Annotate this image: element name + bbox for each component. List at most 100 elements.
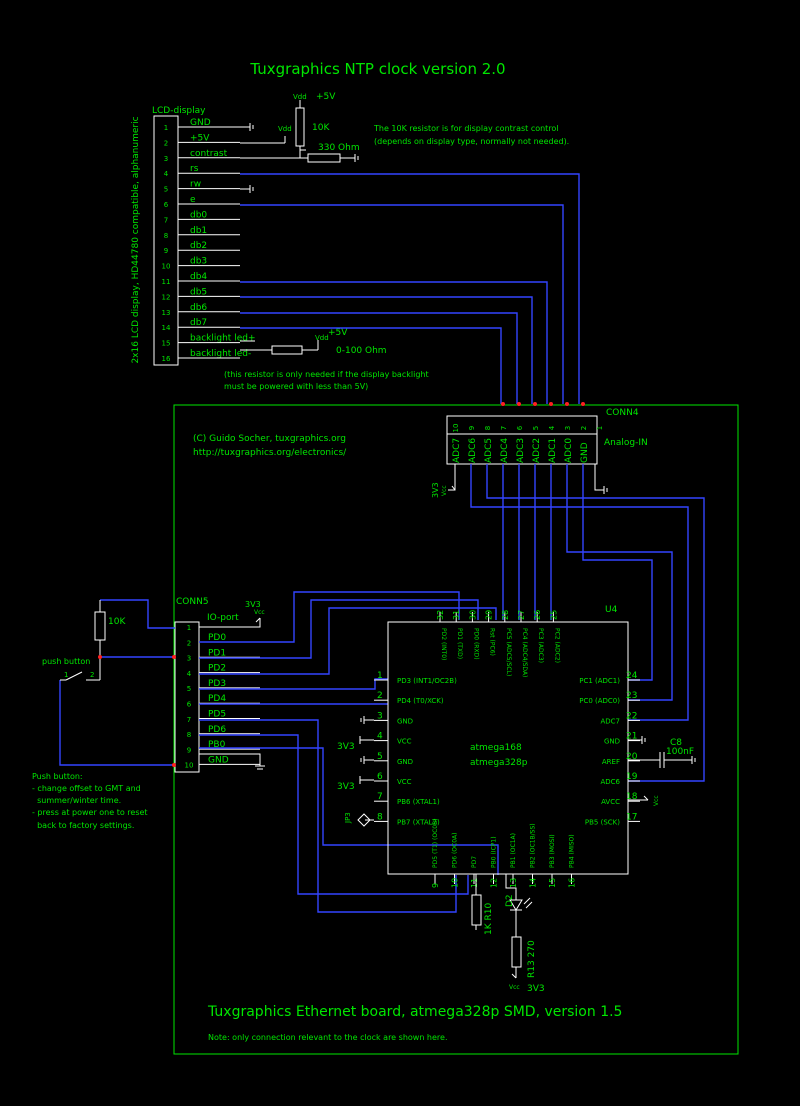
conn4-pin-name: ADC6 xyxy=(468,438,478,463)
c8-value: 100nF xyxy=(666,747,694,757)
mcu-right-pin-name: ADC7 xyxy=(600,717,620,725)
lcd-pin-number: 16 xyxy=(162,355,171,363)
pushbutton-pin-1: 1 xyxy=(64,671,68,679)
mcu-top-pin-name: Rst (PC6) xyxy=(489,628,496,656)
mcu-left-pin-name: VCC xyxy=(397,778,412,786)
conn4-pin-number: 1 xyxy=(596,426,604,430)
mcu-right-pin-name: ADC6 xyxy=(600,778,620,786)
conn4-pin-number: 7 xyxy=(500,426,508,430)
conn5-pin-name: PD5 xyxy=(208,710,226,720)
conn5-pin-name: PD3 xyxy=(208,679,226,689)
conn4-junction xyxy=(549,402,553,406)
mcu-jp3: JP3 xyxy=(344,812,352,824)
mcu-right-pin-name: PC1 (ADC1) xyxy=(579,677,620,685)
conn4-pin-number: 6 xyxy=(516,425,524,430)
lcd-pin-name: db5 xyxy=(190,287,207,297)
conn5-pin-name: PD0 xyxy=(208,633,226,643)
conn5-pin-name: PD4 xyxy=(208,694,226,704)
pushbutton-note-2: summer/winter time. xyxy=(32,796,121,805)
led-vcc: Vcc xyxy=(509,984,520,991)
backlight-5v-label: +5V xyxy=(328,328,348,338)
conn4-pin-name: ADC4 xyxy=(500,438,510,463)
mcu-bottom-pin-name: PB0 (ICP1) xyxy=(491,836,498,868)
lcd-pin-name: rw xyxy=(190,180,201,190)
lcd-side-label: 2x16 LCD display, HD44780 compatible, al… xyxy=(131,116,141,363)
lcd-pin-number: 12 xyxy=(162,293,171,301)
mcu-left-pin-name: GND xyxy=(397,717,413,725)
lcd-pin-name: db2 xyxy=(190,241,207,251)
conn4-pin-number: 4 xyxy=(548,425,556,430)
mcu-bottom-pin-name: PD7 xyxy=(471,856,478,868)
mcu-3v3-b: 3V3 xyxy=(337,782,355,792)
conn4-subtitle: Analog-IN xyxy=(604,438,648,448)
mcu-right-pin-number: 18 xyxy=(626,792,638,802)
conn4-pin-number: 2 xyxy=(580,426,588,430)
mcu-bottom-pin-number: 13 xyxy=(509,878,518,888)
mcu-right-pin-name: PC0 (ADC0) xyxy=(579,697,620,705)
conn5-pin-number: 1 xyxy=(187,624,191,632)
mcu-right-pin-number: 20 xyxy=(626,752,638,762)
mcu-right-pin-name: GND xyxy=(604,738,620,746)
r13-label: R13 270 xyxy=(527,940,537,978)
mcu-ref: U4 xyxy=(605,605,618,615)
mcu-left-pin-number: 6 xyxy=(377,772,383,782)
conn4-pin-name: ADC0 xyxy=(564,438,574,463)
lcd-pin-number: 14 xyxy=(162,324,171,332)
mcu-left-pin-name: VCC xyxy=(397,738,412,746)
conn4-name: CONN4 xyxy=(606,408,639,418)
conn4-pin-name: ADC2 xyxy=(532,438,542,463)
conn5-pin-name: PD2 xyxy=(208,664,226,674)
conn4-pin-name: ADC1 xyxy=(548,438,558,463)
mcu-left-pin-name: PB6 (XTAL1) xyxy=(397,798,440,806)
mcu-top-pin-name: PC5 (ADC5/SCL) xyxy=(505,628,512,676)
conn5-pin-name: PD1 xyxy=(208,648,226,658)
mcu-bottom-pin-name: PB1 (OC1A) xyxy=(510,833,517,868)
conn4-junction xyxy=(517,402,521,406)
conn4-pin-number: 8 xyxy=(484,426,492,430)
mcu-right-pin-number: 23 xyxy=(626,691,637,701)
vdd3-label: Vdd xyxy=(315,334,329,342)
lcd-pin-number: 4 xyxy=(164,170,169,178)
mcu-right-pin-name: AVCC xyxy=(601,798,620,806)
lcd-pin-number: 13 xyxy=(162,309,171,317)
mcu-bottom-pin-number: 11 xyxy=(470,878,479,888)
mcu-top-pin-number: 32 xyxy=(436,610,445,620)
mcu-3v3-a: 3V3 xyxy=(337,742,355,752)
mcu-bottom-pin-name: PD5 (T1) (OC0B) xyxy=(432,818,439,868)
board-footer: Tuxgraphics Ethernet board, atmega328p S… xyxy=(207,1004,622,1020)
lcd-pin-name: backlight led+ xyxy=(190,334,256,344)
lcd-pin-number: 3 xyxy=(164,155,168,163)
conn5-3v3: 3V3 xyxy=(245,600,261,609)
conn5-name: CONN5 xyxy=(176,597,209,607)
plus5v-label: +5V xyxy=(316,92,336,102)
lcd-pin-number: 15 xyxy=(162,340,171,348)
lcd-pin-name: db0 xyxy=(190,210,207,220)
mcu-bottom-pin-name: PD6 (OC0A) xyxy=(452,833,459,868)
mcu-top-pin-name: PC4 (ADC4/SDA) xyxy=(521,628,528,677)
conn5-pin-number: 4 xyxy=(187,670,192,678)
lcd-pin-name: db1 xyxy=(190,226,207,236)
mcu-top-pin-number: 28 xyxy=(501,610,510,620)
mcu-top-pin-name: PC3 (ADC3) xyxy=(537,628,544,663)
conn4-body xyxy=(446,433,598,465)
lcd-pin-name: db6 xyxy=(190,303,207,313)
led-3v3: 3V3 xyxy=(527,984,545,994)
mcu-bottom-pin-name: PB2 (OC1B/SS) xyxy=(530,823,537,868)
contrast-note-2: (depends on display type, normally not n… xyxy=(374,137,569,146)
mcu-bottom-pin-number: 10 xyxy=(451,878,460,888)
mcu-top-pin-name: PD1 (TXD) xyxy=(456,628,463,659)
lcd-pin-name: +5V xyxy=(190,133,210,143)
mcu-right-pin-name: PB5 (SCK) xyxy=(585,818,620,826)
mcu-left-pin-number: 8 xyxy=(377,812,383,822)
conn4-pin-name: ADC3 xyxy=(516,438,526,463)
pushbutton-note-4: back to factory settings. xyxy=(32,821,134,830)
backlight-note-1: (this resistor is only needed if the dis… xyxy=(224,370,429,379)
lcd-pin-name: db3 xyxy=(190,257,207,267)
conn5-pin-number: 8 xyxy=(187,731,191,739)
mcu-top-pin-name: PD2 (INT0) xyxy=(440,628,447,660)
conn4-pin-number: 9 xyxy=(468,426,476,430)
lcd-pin-name: e xyxy=(190,195,196,205)
mcu-right-pin-number: 19 xyxy=(626,772,638,782)
mcu-top-pin-number: 25 xyxy=(549,610,558,620)
conn4-pin-name: GND xyxy=(580,442,590,463)
